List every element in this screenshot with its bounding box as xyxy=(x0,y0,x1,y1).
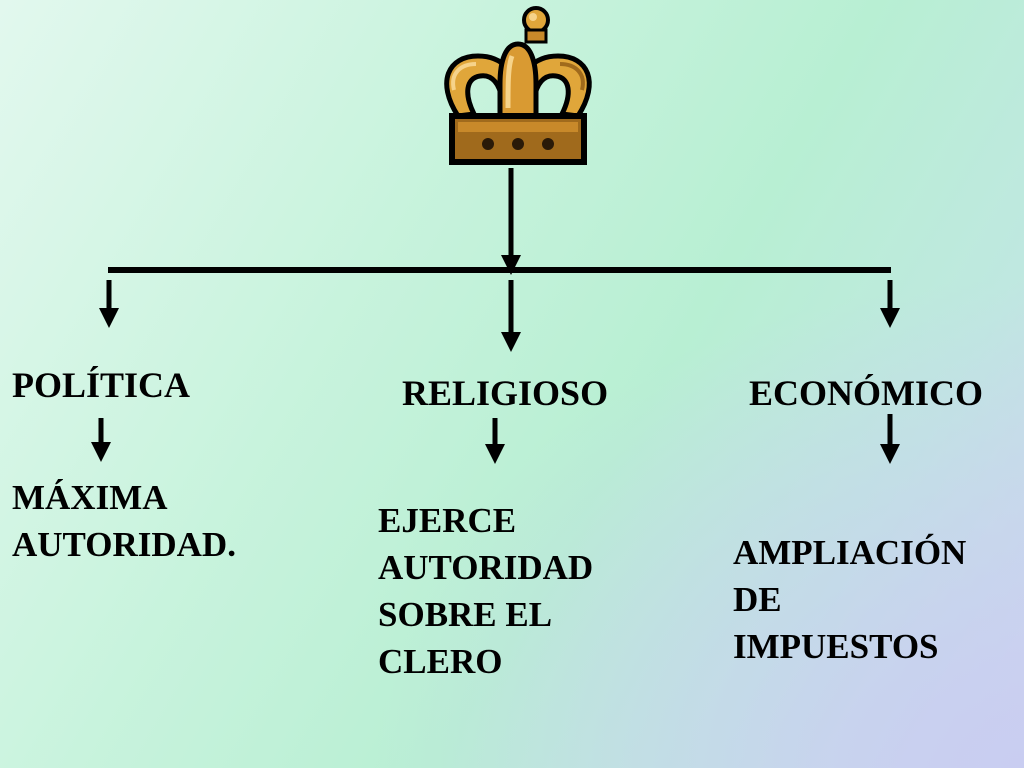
detail-politica: MÁXIMA AUTORIDAD. xyxy=(12,478,236,564)
detail-economico: AMPLIACIÓN DE IMPUESTOS xyxy=(733,533,967,666)
detail-religioso: EJERCE AUTORIDAD SOBRE EL CLERO xyxy=(378,501,594,681)
category-politica-title: POLÍTICA xyxy=(12,365,191,405)
category-economico-title: ECONÓMICO xyxy=(749,373,983,413)
crown-icon xyxy=(444,6,592,165)
category-religioso-title: RELIGIOSO xyxy=(402,373,609,413)
